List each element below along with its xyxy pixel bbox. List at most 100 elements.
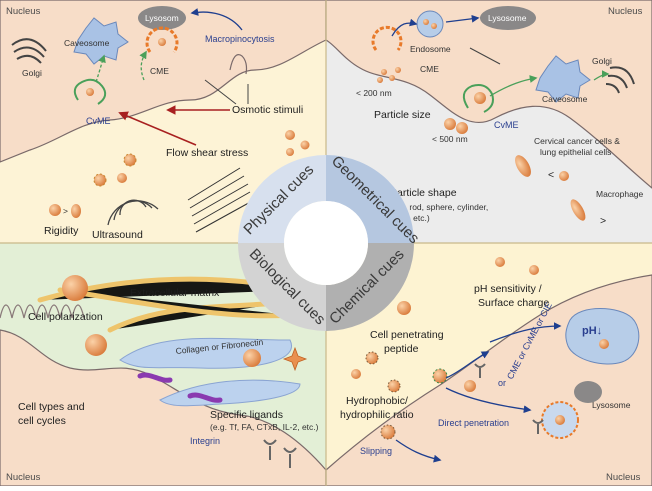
ring-biological — [238, 243, 326, 331]
bl-ligands-label: Specific ligands — [210, 409, 283, 421]
br-ph-line2: Surface charge — [478, 297, 549, 309]
br-acidic-endosome-icon — [565, 308, 640, 365]
br-cpp-line1: Cell penetrating — [370, 329, 444, 341]
br-decorated-particles — [351, 257, 539, 440]
br-arrows — [395, 322, 562, 463]
tr-cvme-label: CvME — [494, 120, 519, 130]
tr-large-particles — [444, 118, 468, 134]
tr-cme-pit-icon — [371, 25, 403, 51]
cme-to-endosome-arrow — [391, 18, 418, 37]
cme-up-arrow — [139, 50, 147, 81]
ring-physical — [238, 155, 326, 243]
bl-ligands-eg: (e.g. Tf, FA, CTxB, IL-2, etc.) — [210, 422, 319, 432]
cvme-flask-icon — [73, 78, 107, 105]
tr-cvme-flask-icon — [462, 84, 494, 113]
tr-lt500-label: < 500 nm — [432, 134, 468, 144]
golgi-icon — [11, 38, 47, 64]
br-slipping-label: Slipping — [360, 446, 392, 456]
cvme-to-caveosome-arrow — [95, 54, 106, 83]
macrophage-rod-icon — [570, 199, 586, 221]
osmotic-inhibit-1 — [204, 79, 237, 105]
rigidity-soft-particle — [71, 204, 81, 218]
bl-integrin-label: Integrin — [190, 436, 220, 446]
tl-macropinocytosis-label: Macropinocytosis — [205, 34, 275, 44]
tr-macrophage-label: Macrophage — [596, 189, 644, 199]
tl-cme-label: CME — [150, 66, 169, 76]
cme-pit-icon — [145, 26, 179, 53]
tr-golgi-icon — [605, 66, 635, 94]
endosome-icon — [416, 10, 444, 38]
bl-cell-types-line2: cell cycles — [18, 415, 66, 427]
microvilli — [0, 304, 85, 319]
br-cpp-line2: peptide — [384, 343, 419, 355]
br-or-label: or — [498, 378, 506, 388]
rigidity-stiff-particle — [49, 204, 61, 216]
tl-osmotic-label: Osmotic stimuli — [232, 104, 303, 116]
br-hydro-line2: hydrophilic ratio — [340, 409, 414, 421]
tr-golgi-label: Golgi — [592, 56, 612, 66]
rod-particle-icon — [515, 155, 531, 177]
tl-rigidity-label: Rigidity — [44, 225, 79, 237]
tr-nucleus-label: Nucleus — [608, 6, 643, 17]
membrane-ruffle — [229, 54, 248, 75]
endosome-to-lysosome-arrow — [445, 14, 480, 23]
bl-ecm-label: Extracellular matrix — [130, 287, 220, 299]
collagen-fibers — [37, 276, 303, 333]
tr-cervical-line2: lung epithelial cells — [540, 147, 611, 157]
center-ring — [238, 155, 414, 331]
sphere-particle-icon — [559, 171, 569, 181]
integrin-receptor-icons — [263, 439, 297, 468]
tl-flow-shear-label: Flow shear stress — [166, 147, 248, 159]
bl-particle-large-2 — [85, 334, 107, 356]
tr-inhibit — [469, 47, 501, 65]
tr-endosome-label: Endosome — [410, 44, 451, 54]
br-endosome-particle — [599, 339, 609, 349]
tr-cervical-line1: Cervical cancer cells & — [534, 136, 620, 146]
tr-lysosome-label: Lysosome — [488, 13, 527, 23]
ring-chemical — [326, 243, 414, 331]
ring-geometrical — [326, 155, 414, 243]
bl-star-particle — [282, 346, 308, 372]
br-hydro-line1: Hydrophobic/ — [346, 395, 408, 407]
bl-nucleus-label: Nucleus — [6, 472, 41, 483]
caveosome-icon — [73, 17, 129, 65]
tr-lysosome-icon — [480, 6, 536, 30]
flow-shear-red-arrow — [118, 111, 197, 146]
bl-cell-polarization-label: Cell polarization — [28, 311, 103, 323]
br-receptor-icons — [474, 363, 544, 434]
cell-region-top-right — [325, 0, 652, 189]
tr-cme-label: CME — [420, 64, 439, 74]
tr-lt-symbol: < — [548, 169, 554, 181]
br-ph-down-label: pH↓ — [582, 325, 602, 337]
tr-particle-size-label: Particle size — [374, 109, 431, 121]
br-nucleus-label: Nucleus — [606, 472, 641, 483]
tr-caveosome-icon — [535, 55, 591, 103]
bl-cell-types-line1: Cell types and — [18, 401, 85, 413]
purple-ligands — [137, 372, 223, 403]
rigidity-compare: > — [63, 206, 68, 216]
tr-shapes-line1: (e.g. rod, sphere, cylinder, — [390, 202, 488, 212]
tr-small-particles — [377, 67, 401, 83]
macropinocytosis-arrow — [190, 8, 243, 31]
ultrasound-waves-icon — [107, 199, 159, 226]
tl-cvme-label: CvME — [86, 116, 111, 126]
br-ph-line1: pH sensitivity / — [474, 283, 542, 295]
tr-particle-shape-label: Particle shape — [390, 187, 457, 199]
br-lysosome-label: Lysosome — [592, 400, 631, 410]
tr-caveosome-label: Caveosome — [542, 94, 588, 104]
tl-golgi-label: Golgi — [22, 68, 42, 78]
bl-particle-large-1 — [62, 275, 88, 301]
tl-nucleus-label: Nucleus — [6, 6, 41, 17]
flow-lines — [187, 167, 255, 233]
tl-lysosom-label: Lysosom — [145, 13, 179, 23]
tl-particles — [93, 130, 310, 187]
tl-lysosom-icon — [138, 6, 186, 30]
br-lysosome-icon — [574, 381, 602, 403]
tl-ultrasound-label: Ultrasound — [92, 229, 143, 241]
tr-lt200-label: < 200 nm — [356, 88, 392, 98]
caveosome-to-golgi-arrow — [593, 70, 610, 81]
tr-gt-symbol: > — [600, 215, 606, 227]
br-direct-label: Direct penetration — [438, 418, 509, 428]
